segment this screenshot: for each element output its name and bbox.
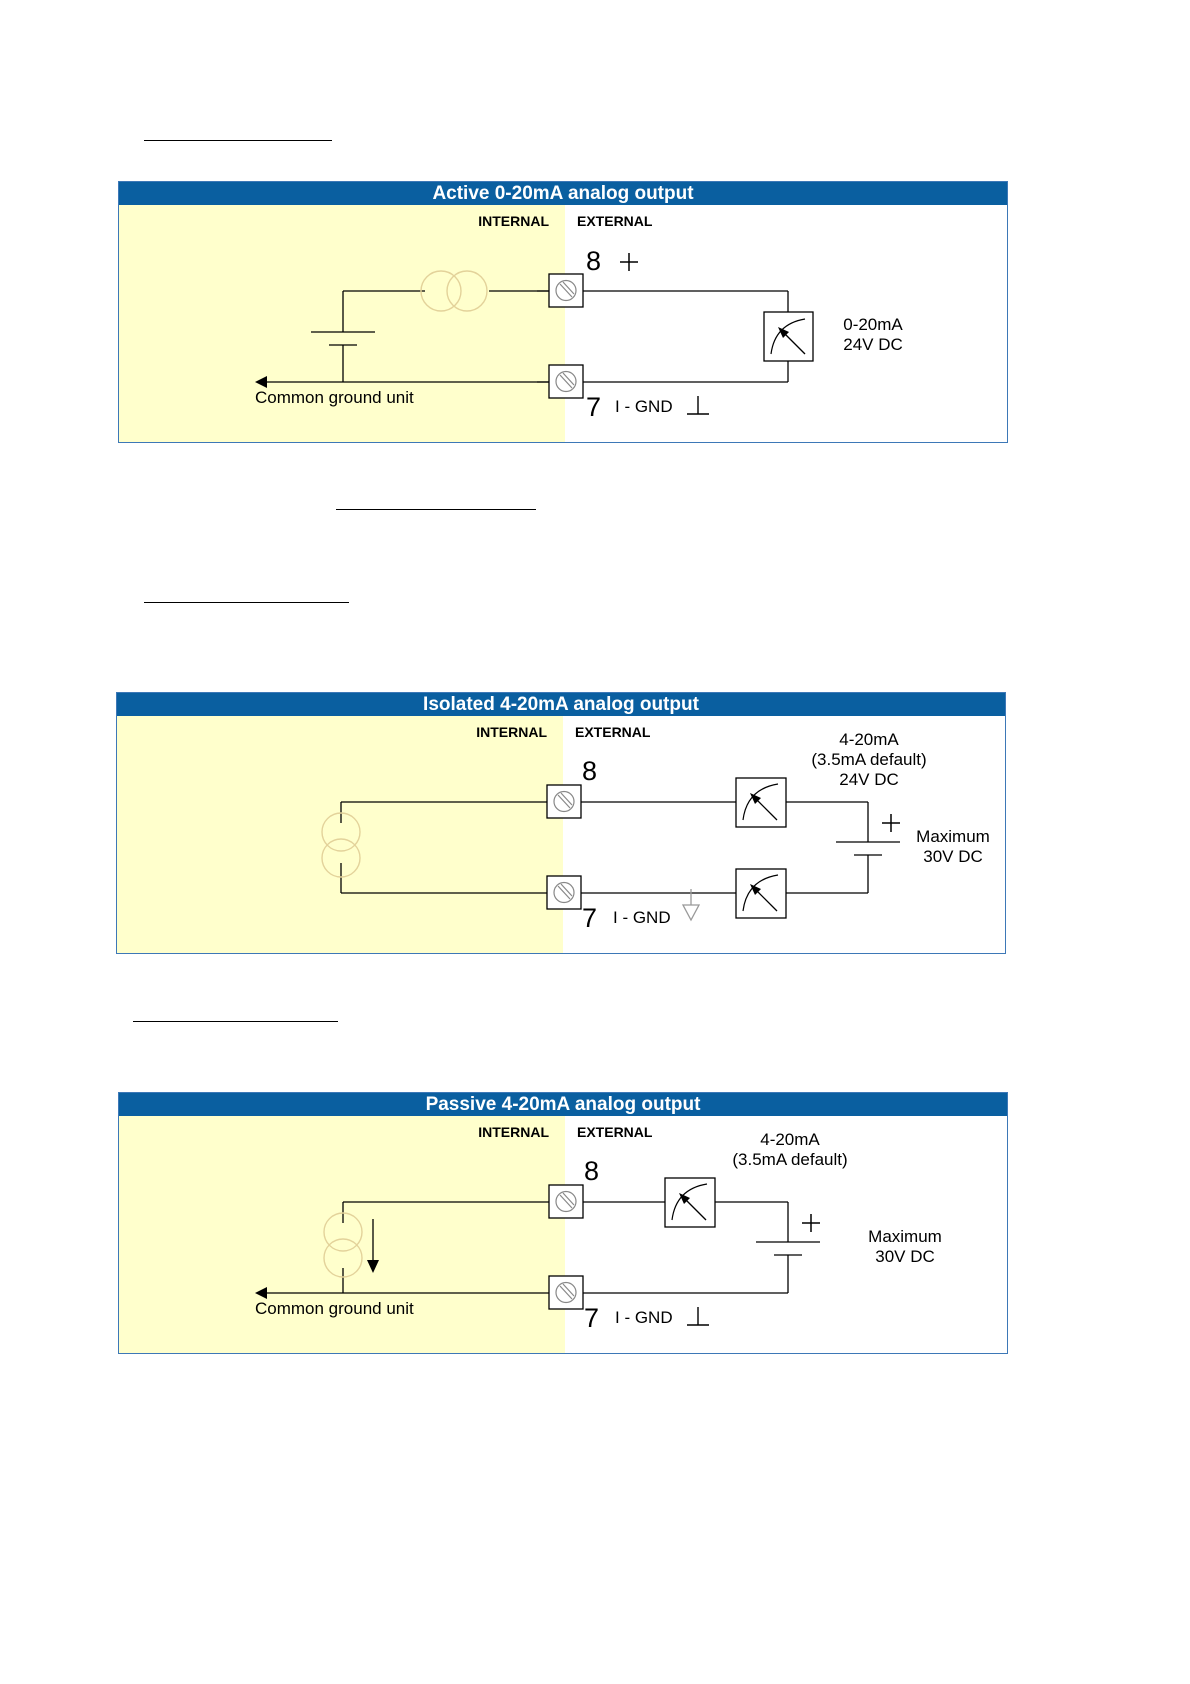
- heading-underline-3: [133, 1021, 338, 1022]
- meter-current-label: 0-20mA: [843, 315, 903, 334]
- default-current-label: (3.5mA default): [732, 1150, 847, 1169]
- common-ground-label: Common ground unit: [255, 1299, 414, 1318]
- maximum-label: Maximum: [868, 1227, 942, 1246]
- active-output-panel: INTERNAL EXTERNAL 8 7 I - GND Common gro…: [118, 181, 1008, 443]
- pin-7-label: 7: [586, 392, 601, 422]
- plus-icon: [882, 814, 900, 832]
- ground-icon: [681, 889, 701, 922]
- terminal-top-icon: [548, 273, 584, 308]
- ground-icon: [687, 1307, 709, 1326]
- heading-underline-1: [144, 140, 332, 141]
- link-underline: [336, 509, 536, 510]
- terminal-top-icon: [546, 784, 582, 819]
- current-source-icon: [420, 270, 488, 312]
- panel-title: Passive 4-20mA analog output: [119, 1093, 1007, 1116]
- panel-title: Isolated 4-20mA analog output: [117, 693, 1005, 716]
- terminal-top-icon: [548, 1184, 584, 1219]
- gnd-label: I - GND: [613, 908, 671, 927]
- common-ground-label: Common ground unit: [255, 388, 414, 407]
- internal-label: INTERNAL: [478, 1124, 549, 1140]
- meter-icon: [763, 311, 814, 362]
- current-range-label: 4-20mA: [839, 730, 899, 749]
- internal-label: INTERNAL: [476, 724, 547, 740]
- isolated-output-panel: INTERNAL EXTERNAL 8 7 I - GND 4-20mA (3.…: [116, 692, 1006, 954]
- current-range-label: 4-20mA: [760, 1130, 820, 1149]
- maximum-label: Maximum: [916, 827, 990, 846]
- supply-voltage-label: 24V DC: [839, 770, 899, 789]
- pin-7-label: 7: [582, 903, 597, 933]
- pin-8-label: 8: [584, 1156, 599, 1186]
- plus-icon: [802, 1214, 820, 1232]
- terminal-bottom-icon: [546, 875, 582, 910]
- internal-area: [119, 1093, 565, 1353]
- pin-8-label: 8: [586, 246, 601, 276]
- pin-7-label: 7: [584, 1303, 599, 1333]
- plus-icon: [620, 253, 638, 271]
- current-source-icon: [321, 812, 361, 878]
- meter-top-icon: [735, 777, 787, 828]
- terminal-bottom-icon: [548, 364, 584, 399]
- current-source-icon: [323, 1212, 363, 1278]
- arrow-left-icon: [255, 1287, 267, 1299]
- isolated-output-diagram: INTERNAL EXTERNAL 8 7 I - GND 4-20mA (3.…: [117, 693, 990, 953]
- external-label: EXTERNAL: [577, 213, 653, 229]
- max-voltage-label: 30V DC: [875, 1247, 935, 1266]
- max-voltage-label: 30V DC: [923, 847, 983, 866]
- default-current-label: (3.5mA default): [811, 750, 926, 769]
- pin-8-label: 8: [582, 756, 597, 786]
- internal-label: INTERNAL: [478, 213, 549, 229]
- internal-area: [117, 693, 563, 953]
- active-output-diagram: INTERNAL EXTERNAL 8 7 I - GND Common gro…: [119, 182, 903, 442]
- arrow-down-icon: [367, 1260, 379, 1273]
- gnd-label: I - GND: [615, 397, 673, 416]
- meter-bottom-icon: [735, 868, 787, 919]
- meter-icon: [664, 1177, 716, 1228]
- heading-underline-2: [144, 602, 349, 603]
- passive-output-panel: INTERNAL EXTERNAL 8 7 I - GND Common gro…: [118, 1092, 1008, 1354]
- passive-output-diagram: INTERNAL EXTERNAL 8 7 I - GND Common gro…: [119, 1093, 942, 1353]
- gnd-label: I - GND: [615, 1308, 673, 1327]
- external-label: EXTERNAL: [577, 1124, 653, 1140]
- arrow-left-icon: [255, 376, 267, 388]
- internal-area: [119, 182, 565, 442]
- terminal-bottom-icon: [548, 1275, 584, 1310]
- external-label: EXTERNAL: [575, 724, 651, 740]
- supply-voltage-label: 24V DC: [843, 335, 903, 354]
- ground-icon: [687, 396, 709, 415]
- panel-title: Active 0-20mA analog output: [119, 182, 1007, 205]
